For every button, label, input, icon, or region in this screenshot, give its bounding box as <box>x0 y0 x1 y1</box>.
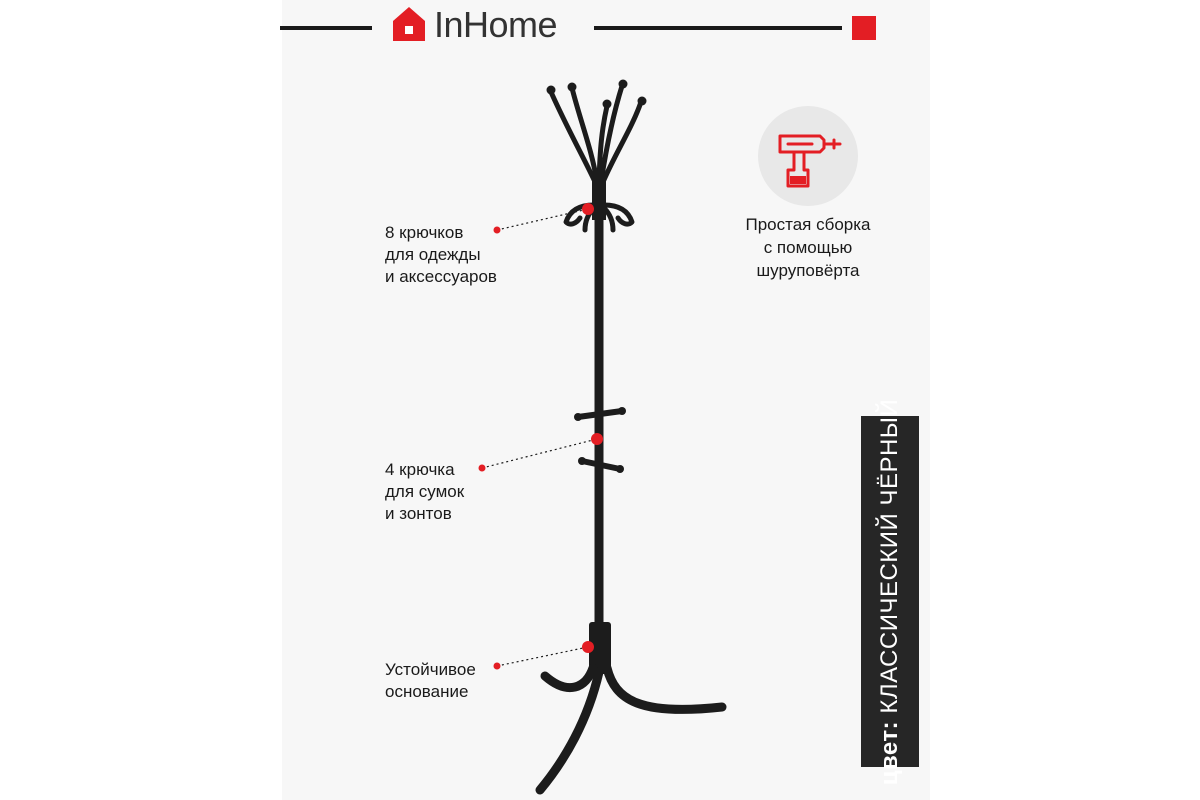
header-divider-right <box>594 26 842 30</box>
color-label: цвет: <box>876 720 903 785</box>
brand-logo-text: InHome <box>434 4 558 45</box>
assembly-line: шуруповёрта <box>756 261 860 280</box>
color-badge-text: цвет: КЛАССИЧЕСКИЙ ЧЁРНЫЙ <box>876 398 904 785</box>
callout-line: 4 крючка <box>385 460 455 479</box>
callout-hooks-bags: 4 крючка для сумок и зонтов <box>385 459 464 525</box>
callout-line: для одежды <box>385 245 481 264</box>
callout-line: и аксессуаров <box>385 267 497 286</box>
callout-line: и зонтов <box>385 504 452 523</box>
assembly-line: Простая сборка <box>745 215 871 234</box>
house-icon <box>393 7 425 41</box>
callout-stable-base: Устойчивое основание <box>385 659 476 703</box>
header-divider-left <box>280 26 372 30</box>
screwdriver-drill-icon <box>758 106 858 206</box>
accent-square <box>852 16 876 40</box>
color-badge: цвет: КЛАССИЧЕСКИЙ ЧЁРНЫЙ <box>861 398 919 785</box>
callout-line: Устойчивое <box>385 660 476 679</box>
color-value: КЛАССИЧЕСКИЙ ЧЁРНЫЙ <box>876 398 903 714</box>
callout-line: основание <box>385 682 469 701</box>
assembly-feature-text: Простая сборка с помощью шуруповёрта <box>708 213 908 282</box>
callout-line: 8 крючков <box>385 223 464 242</box>
assembly-line: с помощью <box>763 238 853 257</box>
callout-hooks-clothing: 8 крючков для одежды и аксессуаров <box>385 222 497 288</box>
callout-line: для сумок <box>385 482 465 501</box>
